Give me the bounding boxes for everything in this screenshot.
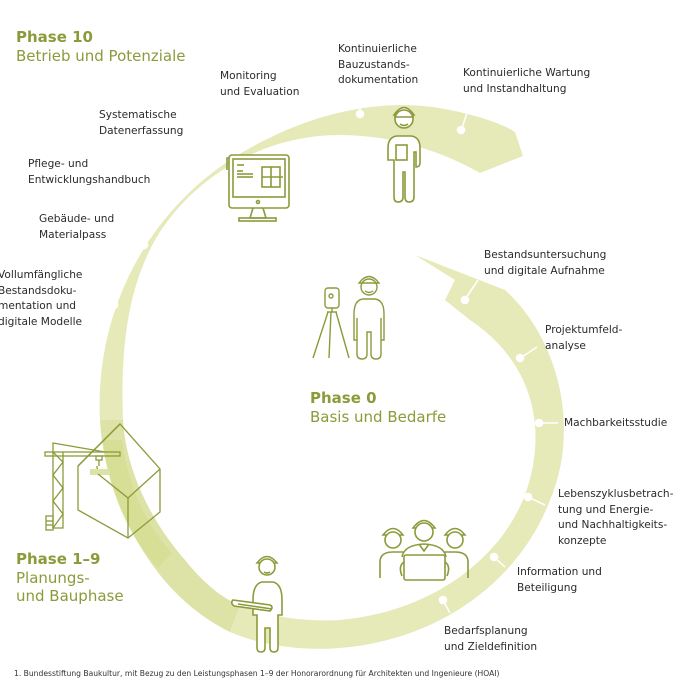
computer-monitor-icon	[226, 154, 290, 222]
phase10-markers	[107, 98, 469, 310]
footnote: 1. Bundesstiftung Baukultur, mit Bezug z…	[14, 669, 500, 678]
team-of-workers-icon	[379, 519, 469, 581]
step-label: Kontinuierliche Wartung und Instandhaltu…	[463, 67, 591, 95]
step-label: Systematische Datenerfassung	[99, 109, 184, 137]
step-label: Pflege- und Entwicklungshandbuch	[28, 158, 151, 186]
crane-and-house-icon	[44, 423, 161, 539]
step-label: Information und Beteiligung	[517, 566, 602, 594]
step-label: Gebäude- und Materialpass	[39, 213, 115, 241]
phase1-9-name: Planungs- und Bauphase	[16, 569, 124, 605]
step-label: Bestandsuntersuchung und digitale Aufnah…	[484, 249, 607, 277]
phase10-number: Phase 10	[16, 28, 93, 46]
worker-with-plans-icon	[230, 555, 283, 653]
phase10-name: Betrieb und Potenziale	[16, 47, 186, 65]
surveyor-with-tripod-icon	[312, 275, 385, 360]
phase1-9-band-accent	[103, 440, 172, 568]
step-label: Kontinuierliche Bauzustands- dokumentati…	[338, 43, 419, 86]
phase0-markers	[438, 279, 558, 614]
phase1-9-number: Phase 1–9	[16, 550, 101, 568]
phase10-band	[99, 105, 523, 420]
phase10-title: Phase 10 Betrieb und Potenziale	[16, 28, 186, 65]
worker-with-tablet-icon	[387, 106, 421, 203]
phase0-title: Phase 0 Basis und Bedarfe	[310, 389, 446, 426]
step-label: Vollumfängliche Bestandsdoku- mentation …	[0, 269, 83, 328]
phase0-number: Phase 0	[310, 389, 377, 407]
step-label: Machbarkeitsstudie	[564, 417, 668, 429]
step-label: Monitoring und Evaluation	[220, 70, 300, 98]
step-label: Lebenszyklusbetrach- tung und Energie- u…	[558, 488, 674, 547]
step-label: Bedarfsplanung und Zieldefinition	[444, 625, 538, 653]
phase0-name: Basis und Bedarfe	[310, 408, 447, 426]
step-label: Projektumfeld- analyse	[545, 324, 623, 352]
phase1-9-title: Phase 1–9 Planungs- und Bauphase	[16, 550, 124, 605]
